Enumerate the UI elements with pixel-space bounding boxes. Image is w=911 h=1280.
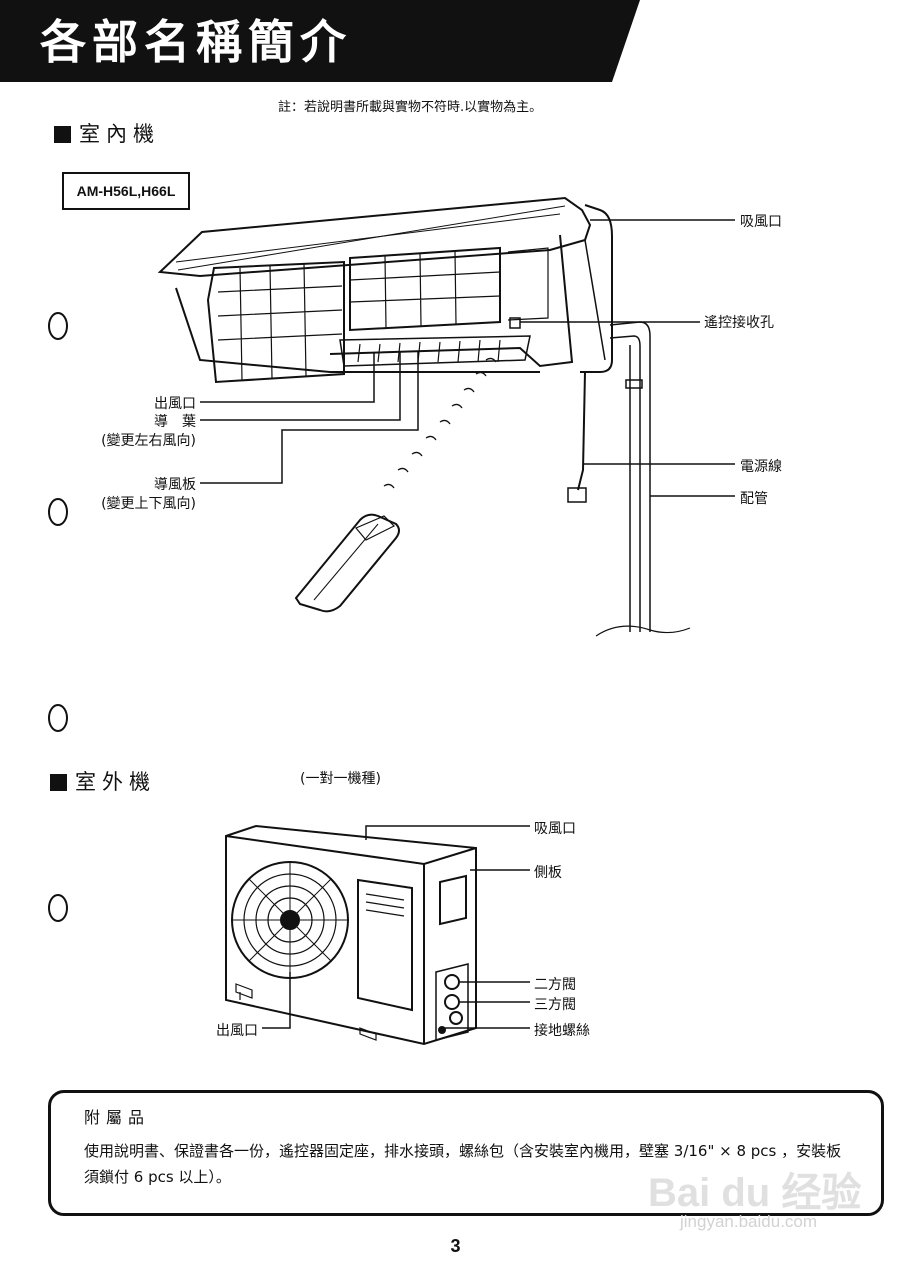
label-indoor-air-intake: 吸風口 — [740, 214, 782, 230]
label-louver-note: (變更左右風向) — [101, 433, 196, 449]
watermark-url: jingyan.baidu.com — [680, 1212, 818, 1231]
label-flap-note: (變更上下風向) — [101, 496, 196, 512]
square-bullet-icon — [54, 126, 71, 143]
indoor-unit-drawing — [157, 196, 691, 637]
label-power-cord: 電源線 — [740, 459, 782, 475]
label-ground-screw: 接地螺絲 — [534, 1023, 590, 1039]
indoor-leader-lines — [200, 219, 735, 497]
title-banner — [0, 0, 640, 82]
square-bullet-icon — [50, 774, 67, 791]
label-louver: 導 葉 — [154, 414, 196, 430]
indoor-section-heading: 室內機 — [54, 118, 160, 148]
label-remote-receiver: 遙控接收孔 — [704, 315, 774, 331]
accessories-title: 附屬品 — [84, 1108, 151, 1127]
page-title: 各部名稱簡介 — [40, 15, 352, 69]
outdoor-leader-lines — [262, 825, 530, 1029]
outdoor-section-title: 室外機 — [75, 770, 156, 794]
label-outdoor-air-outlet: 出風口 — [216, 1023, 258, 1039]
accessories-text: 使用說明書、保證書各一份，遙控器固定座，排水接頭，螺絲包（含安裝室內機用，壁塞 … — [84, 1142, 842, 1186]
outdoor-unit-drawing — [225, 824, 477, 1046]
label-flap: 導風板 — [154, 477, 196, 493]
accessories-box — [48, 1090, 884, 1216]
page-number: 3 — [450, 1236, 461, 1256]
outdoor-section-heading: 室外機 — [50, 766, 156, 796]
outdoor-subtitle: (一對一機種) — [300, 771, 381, 787]
indoor-section-title: 室內機 — [79, 122, 160, 146]
model-number-box: AM-H56L,H66L — [62, 172, 190, 210]
label-three-way-valve: 三方閥 — [534, 997, 576, 1013]
label-piping: 配管 — [740, 491, 768, 507]
binder-hole-icon — [48, 312, 68, 922]
remote-signal-icon — [383, 357, 497, 489]
label-indoor-air-outlet: 出風口 — [154, 396, 196, 412]
label-outdoor-air-intake: 吸風口 — [534, 821, 576, 837]
label-two-way-valve: 二方閥 — [534, 977, 576, 993]
watermark-logo: Bai du 经验 — [648, 1171, 862, 1215]
label-side-panel: 側板 — [534, 865, 562, 881]
disclaimer-note: 註：若說明書所載與實物不符時.以實物為主。 — [278, 100, 543, 115]
